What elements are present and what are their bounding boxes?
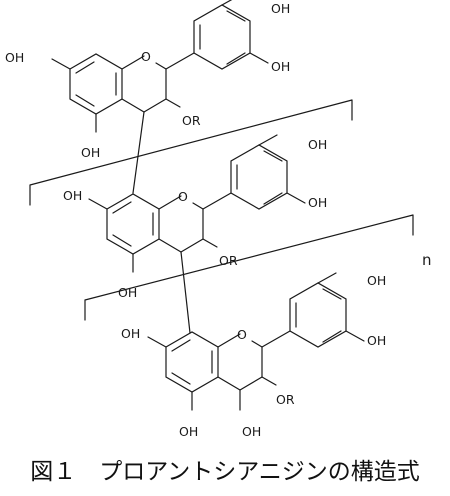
- lower-oh-b: OH: [367, 333, 386, 348]
- lower-ring-o: O: [237, 327, 247, 342]
- lower-oh-c: OH: [121, 326, 140, 341]
- upper-or: OR: [182, 113, 201, 128]
- upper-unit-bonds: [51, 0, 269, 133]
- repeat-index-n: n: [422, 251, 432, 269]
- lower-or: OR: [276, 392, 295, 407]
- lower-unit-bonds: [147, 272, 365, 411]
- lower-oh-e: OH: [242, 424, 261, 439]
- upper-oh-c: OH: [5, 50, 24, 65]
- middle-oh-d: OH: [118, 285, 137, 300]
- middle-unit-bonds: [88, 134, 306, 273]
- interflavan-bond-upper: [132, 111, 145, 194]
- upper-oh-d: OH: [81, 145, 100, 160]
- middle-oh-b: OH: [308, 195, 327, 210]
- middle-ring-o: O: [178, 189, 188, 204]
- upper-oh-b: OH: [271, 59, 290, 74]
- interflavan-bond-lower: [180, 251, 191, 334]
- repeat-bracket-lower: [84, 214, 414, 321]
- middle-oh-c: OH: [63, 188, 82, 203]
- repeat-bracket-upper: [29, 99, 353, 206]
- figure-caption: 図１ プロアントシアニジンの構造式: [30, 459, 420, 485]
- upper-ring-o: O: [141, 49, 151, 64]
- middle-or: OR: [219, 253, 238, 268]
- lower-oh-d: OH: [179, 424, 198, 439]
- upper-oh-a: OH: [271, 1, 290, 16]
- lower-oh-a: OH: [367, 273, 386, 288]
- middle-oh-a: OH: [308, 137, 327, 152]
